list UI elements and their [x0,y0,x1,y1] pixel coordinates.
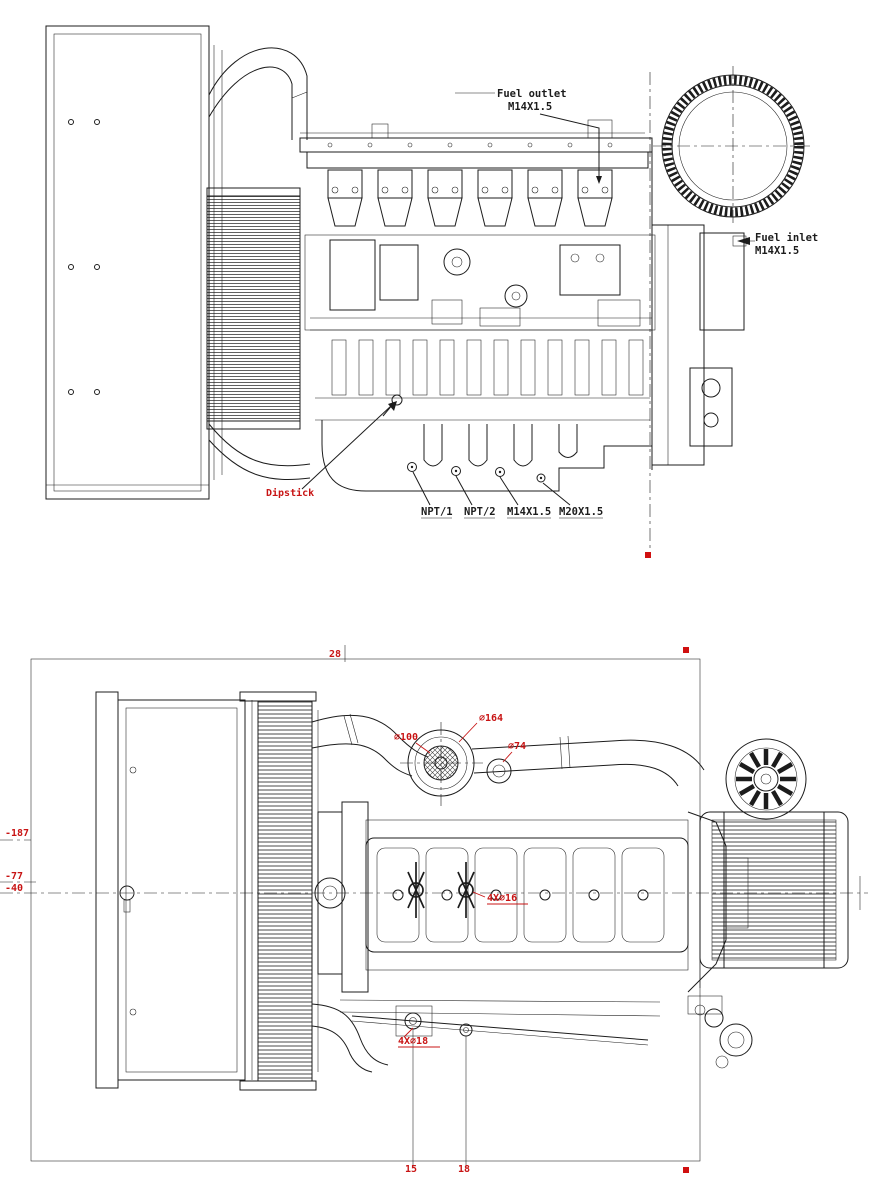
dim-bottom-right-label: 18 [458,1164,470,1175]
drain-label-m20: M20X1.5 [559,506,603,518]
red-marker-bottom-right [683,1167,689,1173]
engine-top [314,801,749,993]
drain-label-m14: M14X1.5 [507,506,551,518]
turbo-flange-dia-label: ⌀164 [479,713,503,724]
radiator-side [45,25,210,500]
annotation-fuel-outlet: Fuel outlet M14X1.5 [455,88,602,184]
drain-label-npt2: NPT/2 [464,506,496,518]
annotation-lifting-holes: 4X⌀16 [472,891,528,905]
flywheel-ring-gear [653,66,813,226]
red-marker-side [645,552,651,558]
annotation-exhaust-outlet: ⌀74 [502,741,526,763]
mounting-holes-label: 4X⌀18 [398,1036,428,1047]
flywheel-housing-side [651,140,747,470]
annotation-dipstick: Dipstick [266,401,397,499]
dipstick-label: Dipstick [266,487,314,499]
turbocharger-top [400,722,512,806]
radiator-core-side [206,45,301,480]
intake-elbow-top [311,713,429,777]
flywheel-centerline [645,72,651,558]
annotation-drain-plugs: NPT/1 NPT/2 M14X1.5 M20X1.5 [412,471,603,519]
exhaust-pipe-top [471,735,705,787]
lifting-holes-label: 4X⌀16 [487,893,517,904]
air-filter-top [699,811,849,969]
radiator-top [95,691,319,1091]
offset-mid-1-label: -77 [5,871,23,882]
oil-pan-side [321,420,653,492]
fuel-inlet-size-label: M14X1.5 [755,245,799,257]
turbo-inlet-dia-label: ⌀100 [394,732,418,743]
lower-coolant-hose [208,423,311,481]
fan-drive-top [725,738,807,820]
starter-motor-top [687,995,753,1069]
offset-mid-2-label: -40 [5,883,23,894]
side-view: Fuel outlet M14X1.5 Fuel inlet M14X1.5 D… [45,25,818,558]
annotation-offsets-left: -187 -77 -40 [0,828,36,894]
fuel-outlet-size-label: M14X1.5 [508,101,552,113]
fuel-inlet-label: Fuel inlet [755,232,818,244]
dim-top-label: 28 [329,649,341,660]
drain-label-npt1: NPT/1 [421,506,453,518]
lifting-eyes-top [407,862,475,918]
annotation-turbo-inlet: ⌀100 [394,732,431,754]
exhaust-manifold-side [327,169,613,227]
exhaust-outlet-dia-label: ⌀74 [508,741,526,752]
annotation-mounting-holes: 4X⌀18 [398,1027,440,1048]
lower-coolant-pipe-top [311,1003,389,1073]
annotation-turbo-flange: ⌀164 [458,713,503,743]
top-view: ⌀164 ⌀100 ⌀74 -187 -77 -40 4X⌀16 4X⌀18 [0,645,868,1175]
annotation-fuel-inlet: Fuel inlet M14X1.5 [737,232,818,257]
offset-left-label: -187 [5,828,29,839]
red-marker-top-right [683,647,689,653]
engine-block-mid-side [304,234,656,331]
upper-coolant-hose [208,47,308,140]
crankcase-ribs-side [315,339,650,421]
engine-mount-rail-top [339,999,661,1168]
annotation-bottom-dims: 15 18 [405,1164,470,1175]
dim-bottom-left-label: 15 [405,1164,417,1175]
annotation-top-dim: 28 [329,645,346,662]
fuel-outlet-label: Fuel outlet [497,88,567,100]
